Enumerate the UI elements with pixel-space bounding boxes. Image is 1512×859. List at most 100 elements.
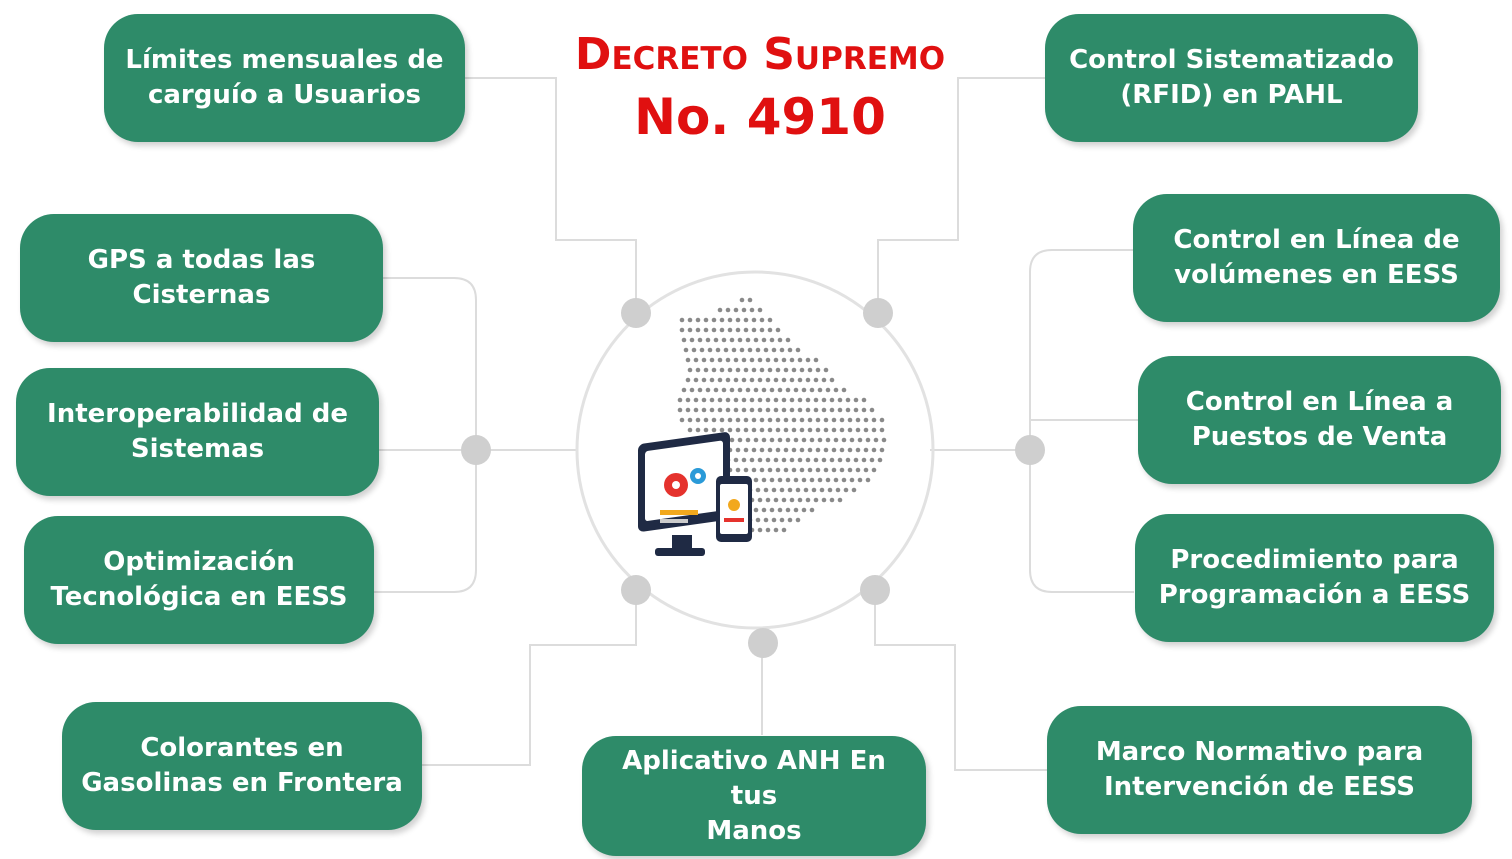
map-dot (733, 357, 739, 363)
map-dot (701, 397, 707, 403)
map-dot (789, 457, 795, 463)
title-line-2: No. 4910 (634, 88, 886, 146)
map-dot (745, 437, 751, 443)
map-dot (723, 347, 729, 353)
map-dot (703, 427, 709, 433)
map-dot (695, 427, 701, 433)
map-dot (857, 437, 863, 443)
map-dot (793, 437, 799, 443)
map-dot (799, 417, 805, 423)
map-dot (879, 427, 885, 433)
map-dot (879, 417, 885, 423)
map-dot (755, 347, 761, 353)
map-dot (743, 317, 749, 323)
map-dot (753, 507, 759, 513)
map-dot (841, 437, 847, 443)
map-dot (735, 417, 741, 423)
map-dot (793, 477, 799, 483)
title-line-1: Decreto Supremo (574, 29, 946, 80)
map-dot (733, 397, 739, 403)
map-dot (871, 467, 877, 473)
map-dot (775, 467, 781, 473)
map-dot (839, 427, 845, 433)
map-dot (767, 317, 773, 323)
map-dot (809, 507, 815, 513)
map-dot (679, 327, 685, 333)
map-dot (823, 467, 829, 473)
map-dot (759, 317, 765, 323)
map-dot (687, 367, 693, 373)
map-dot (745, 337, 751, 343)
map-dot (753, 437, 759, 443)
map-dot (833, 437, 839, 443)
map-dot (799, 367, 805, 373)
map-dot (839, 467, 845, 473)
map-dot (871, 417, 877, 423)
map-dot (777, 437, 783, 443)
map-dot (773, 407, 779, 413)
map-dot (769, 507, 775, 513)
map-dot (737, 337, 743, 343)
map-dot (769, 387, 775, 393)
map-dot (801, 477, 807, 483)
map-dot (815, 417, 821, 423)
map-dot (783, 467, 789, 473)
map-dot (785, 437, 791, 443)
map-dot (821, 377, 827, 383)
map-dot (717, 397, 723, 403)
map-dot (861, 397, 867, 403)
map-dot (719, 327, 725, 333)
node-optimizacion: Optimización Tecnológica en EESS (24, 516, 374, 644)
map-dot (727, 427, 733, 433)
map-dot (705, 337, 711, 343)
map-dot (709, 397, 715, 403)
map-dot (695, 317, 701, 323)
map-dot (781, 497, 787, 503)
map-dot (765, 527, 771, 533)
page-title: Decreto Supremo No. 4910 (540, 24, 980, 148)
map-dot (801, 387, 807, 393)
map-dot (801, 437, 807, 443)
map-dot (845, 397, 851, 403)
map-dot (871, 427, 877, 433)
map-dot (711, 327, 717, 333)
map-dot (687, 417, 693, 423)
map-dot (805, 497, 811, 503)
map-dot (799, 447, 805, 453)
map-dot (759, 427, 765, 433)
map-dot (853, 397, 859, 403)
map-dot (717, 407, 723, 413)
map-dot (757, 307, 763, 313)
map-dot (713, 387, 719, 393)
map-dot (737, 387, 743, 393)
map-dot (719, 427, 725, 433)
map-dot (765, 377, 771, 383)
map-dot (831, 467, 837, 473)
map-dot (787, 347, 793, 353)
map-dot (699, 347, 705, 353)
map-dot (807, 427, 813, 433)
map-dot (837, 497, 843, 503)
map-dot (829, 457, 835, 463)
map-dot (765, 457, 771, 463)
map-dot (799, 467, 805, 473)
map-dot (785, 387, 791, 393)
node-aplicativo: Aplicativo ANH En tus Manos (582, 736, 926, 856)
map-dot (773, 397, 779, 403)
node-marco: Marco Normativo para Intervención de EES… (1047, 706, 1472, 834)
map-dot (761, 507, 767, 513)
map-dot (825, 387, 831, 393)
map-dot (773, 357, 779, 363)
map-dot (843, 487, 849, 493)
map-dot (711, 427, 717, 433)
map-dot (753, 387, 759, 393)
map-dot (847, 417, 853, 423)
map-dot (805, 457, 811, 463)
map-dot (851, 487, 857, 493)
map-dot (741, 457, 747, 463)
map-dot (801, 507, 807, 513)
map-dot (795, 517, 801, 523)
map-dot (691, 347, 697, 353)
map-dot (685, 407, 691, 413)
map-dot (751, 317, 757, 323)
